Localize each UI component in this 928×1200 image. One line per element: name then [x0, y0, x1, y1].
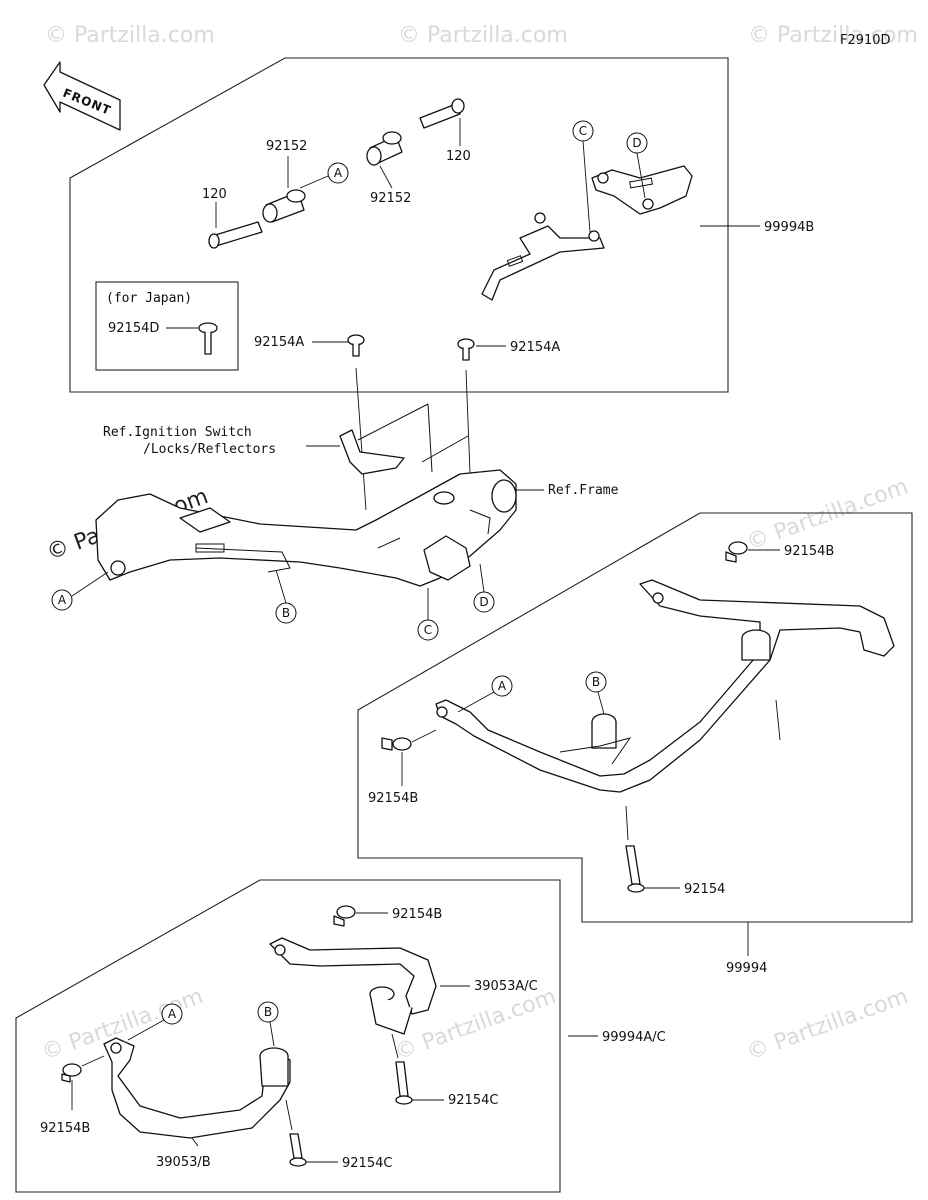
diagram-code: F2910D [840, 33, 891, 48]
label-92154c: 92154C [448, 1093, 498, 1108]
screw-icon [725, 541, 748, 563]
watermark: © Partzilla.com [744, 984, 912, 1066]
screw-icon [347, 334, 365, 357]
label-92154: 92154 [684, 882, 725, 897]
label-99994ac: 99994A/C [602, 1030, 666, 1045]
label-92154b-mid: 92154B [368, 791, 418, 806]
spacer-icon [262, 189, 306, 223]
callout-b-frame: B [282, 606, 290, 620]
label-92154b: 92154B [784, 544, 834, 559]
long-bolt-icon [625, 845, 645, 893]
callout-b-bottom: B [264, 1005, 272, 1019]
label-39053ac: 39053A/C [474, 979, 538, 994]
note-box-title: (for Japan) [106, 291, 192, 306]
callout-a-guard: A [498, 679, 507, 693]
callout-b-guard: B [592, 675, 600, 689]
screw-icon [61, 1063, 82, 1083]
note-box [95, 281, 239, 371]
label-92152: 92152 [266, 139, 307, 154]
spacer-icon [366, 131, 403, 166]
callout-a-frame: A [58, 593, 67, 607]
guard-bar-lower-icon [103, 1037, 291, 1139]
callout-d: D [632, 136, 641, 150]
label-92154a-b: 92154A [510, 340, 560, 355]
callout-d-frame: D [479, 595, 488, 609]
kit-frame-99994 [357, 512, 913, 923]
label-120: 120 [202, 187, 227, 202]
ref-ignition-line1: Ref.Ignition Switch [103, 425, 252, 440]
frame-assembly [95, 367, 517, 587]
screw-icon [381, 737, 412, 751]
callout-c-frame: C [424, 623, 432, 637]
callout-c: C [579, 124, 587, 138]
bolt-icon [208, 221, 263, 249]
bolt-icon [419, 98, 465, 129]
label-92154d: 92154D [108, 321, 159, 336]
label-92152-b: 92152 [370, 191, 411, 206]
label-39053b: 39053/B [156, 1155, 211, 1170]
label-92154b-bottom: 92154B [392, 907, 442, 922]
label-99994b: 99994B [764, 220, 814, 235]
bolt-icon [289, 1133, 307, 1167]
screw-icon [198, 322, 218, 355]
label-120-b: 120 [446, 149, 471, 164]
callout-a-bottom: A [168, 1007, 177, 1021]
bolt-icon [395, 1061, 413, 1105]
bracket-d-icon [591, 165, 693, 215]
ref-frame: Ref.Frame [548, 483, 619, 498]
watermark: © Partzilla.com [748, 23, 918, 48]
callout-a: A [334, 166, 343, 180]
screw-icon [333, 905, 356, 927]
label-99994: 99994 [726, 961, 767, 976]
watermark: © Partzilla.com [45, 23, 215, 48]
label-92154c-lower: 92154C [342, 1156, 392, 1171]
front-arrow-icon: FRONT [43, 61, 121, 131]
label-92154b-lower: 92154B [40, 1121, 90, 1136]
guard-bar-icon [435, 579, 895, 793]
bracket-c-icon [481, 212, 605, 301]
screw-icon [457, 338, 475, 361]
label-92154a: 92154A [254, 335, 304, 350]
kit-frame-99994ac [15, 879, 561, 1193]
watermark: © Partzilla.com [398, 23, 568, 48]
kit-frame-99994b [69, 57, 729, 393]
guard-bar-upper-icon [269, 937, 437, 1035]
ref-ignition-line2: /Locks/Reflectors [143, 442, 276, 457]
